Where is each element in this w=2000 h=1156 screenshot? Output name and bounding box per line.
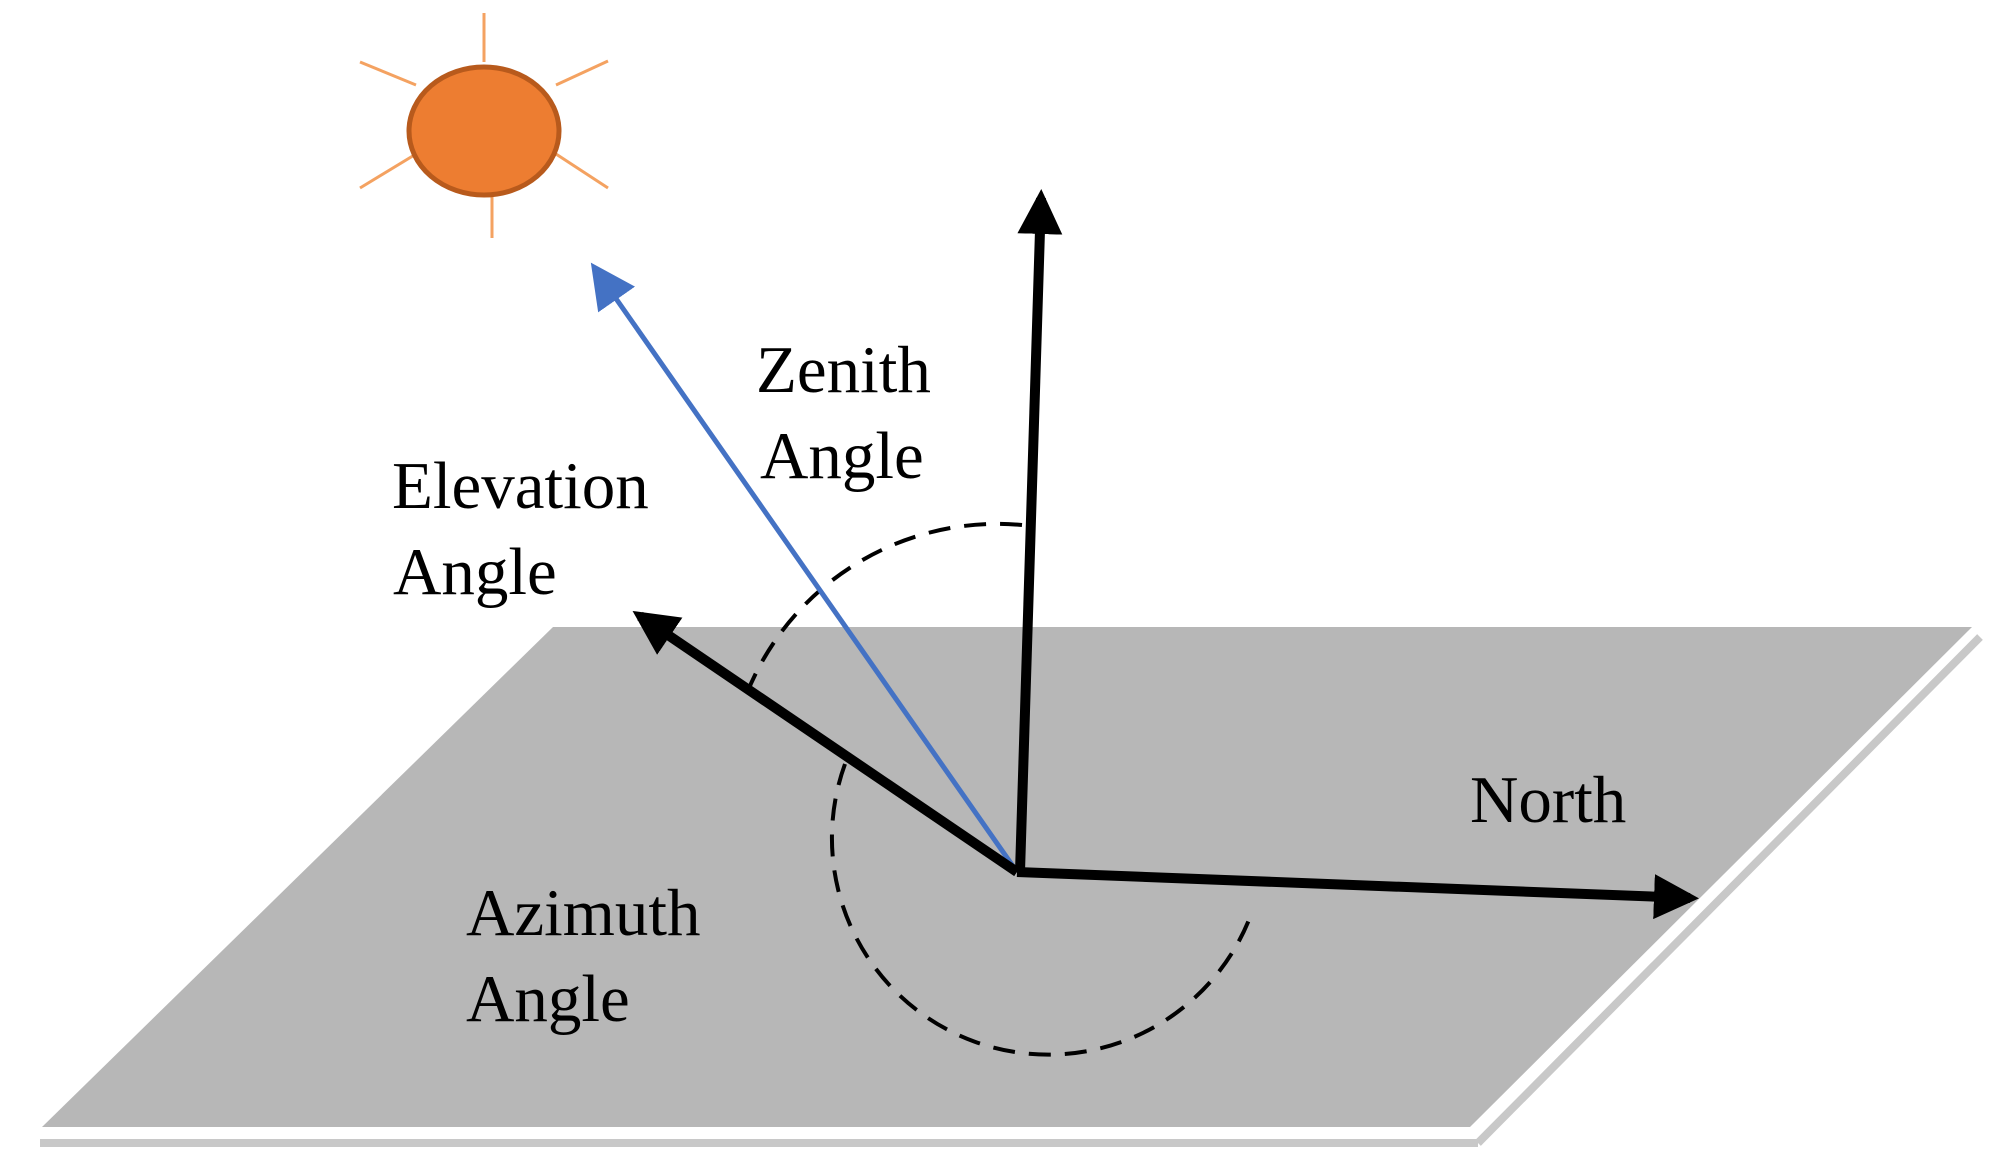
azimuth-label-line2: Angle <box>466 962 630 1036</box>
elevation-label-line1: Elevation <box>392 449 649 523</box>
north-axis-arrow <box>1016 867 1699 920</box>
zenith-axis-arrow <box>1015 189 1063 873</box>
sun-icon <box>359 13 609 238</box>
azimuth-angle-arc <box>829 763 1254 1057</box>
north-label: North <box>1470 763 1626 837</box>
ground-plane <box>42 627 1972 1127</box>
elevation-label-line2: Angle <box>393 535 557 609</box>
sun-projection-arrow <box>632 610 1020 877</box>
zenith-label-line1: Zenith <box>756 333 931 407</box>
ground-plane-edge <box>40 634 1983 1147</box>
zenith-angle-arc <box>745 521 1023 694</box>
azimuth-label-line1: Azimuth <box>466 876 700 950</box>
zenith-label-line2: Angle <box>760 419 924 493</box>
sun-direction-vector <box>590 262 1020 874</box>
